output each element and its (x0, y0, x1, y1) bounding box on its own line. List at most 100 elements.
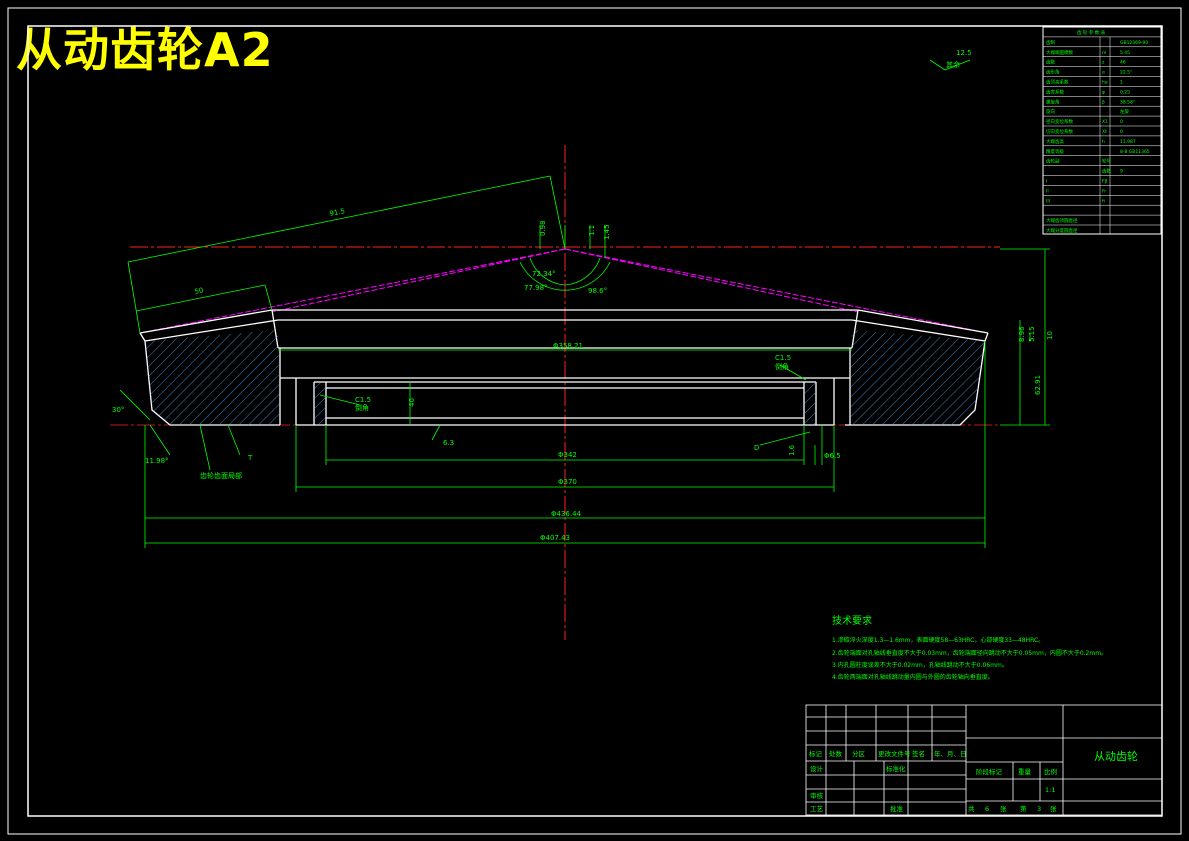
param-cell-7-2: 左旋 (1120, 108, 1129, 115)
tb-weight: 重量 (1018, 768, 1032, 776)
param-cell-13-1: 齿数 (1102, 168, 1111, 175)
param-cell-13-2: 9 (1120, 169, 1123, 175)
gear-profile (139, 309, 989, 426)
param-cell-9-2: 0 (1120, 129, 1123, 135)
dim-thick: 40 (408, 398, 416, 407)
pitch-cone (139, 248, 989, 334)
dim-h3: 5.15 (1028, 326, 1036, 342)
param-cell-6-0: 螺旋角 (1046, 98, 1060, 105)
tb-review: 审核 (810, 791, 824, 800)
param-cell-12-0: 齿轮副 (1046, 158, 1060, 165)
tech-line-1: 1.渗碳淬火深度1.3—1.6mm，表面硬度58—63HRC，心部硬度33—48… (832, 636, 1044, 644)
rough-top: 12.5 (956, 49, 972, 57)
dim-tip-d: Φ436.44 (551, 510, 582, 518)
dim-ang1: 72.34° (532, 270, 556, 278)
param-cell-19-0: 大端分度圆直径 (1046, 227, 1078, 234)
dimension-texts: 91.5 50 0.98 1.1 1.45 72.34° 77.98° 98.6… (112, 49, 1054, 542)
tech-line-3: 3.内孔圆柱度误差不大于0.02mm，孔轴线跳动不大于0.06mm。 (832, 661, 1008, 669)
dim-inner-d: Φ358.21 (553, 342, 583, 350)
tb-approve: 批准 (890, 804, 904, 813)
dimension-lines (119, 59, 1050, 548)
param-cell-0-2: GB12369-90 (1120, 40, 1148, 46)
param-cell-1-2: 5.45 (1120, 50, 1130, 56)
param-cell-14-1: Fβ (1102, 179, 1108, 185)
dim-cone-len: 91.5 (329, 207, 346, 218)
param-cell-3-1: α (1102, 71, 1105, 76)
param-cell-2-2: 46 (1120, 60, 1126, 66)
tb-part: 从动齿轮 (1094, 749, 1138, 763)
param-cell-6-1: β (1102, 99, 1105, 105)
hatch-left (145, 330, 280, 425)
tb-page-num: 3 (1037, 805, 1041, 813)
rough-value: 6.3 (443, 439, 454, 447)
param-cell-15-0: II (1046, 188, 1049, 194)
title-block (805, 704, 1163, 816)
tb-label-4: 签名 (912, 749, 925, 758)
tb-scale-val: 1:1 (1045, 786, 1055, 794)
tb-standard: 标准化 (886, 764, 906, 773)
param-cell-3-0: 齿形角 (1046, 69, 1060, 76)
tech-line-4: 4.齿轮两端面对孔轴线跳动量内圆与外圆的齿轮轴向垂直度。 (832, 673, 994, 681)
dim-chamfer-left: C1.5 (355, 396, 371, 404)
param-cell-4-0: 齿顶高系数 (1046, 79, 1069, 86)
note-left: 齿轮齿面局部 (200, 471, 242, 480)
tb-stage: 阶段标记 (976, 767, 1003, 776)
note-t: T (247, 454, 253, 462)
dim-bore2: Φ370 (558, 478, 577, 486)
param-cell-2-0: 齿数 (1046, 59, 1055, 66)
dim-d1: 0.98 (539, 220, 547, 236)
param-cell-14-0: I (1046, 179, 1047, 185)
param-cell-0-0: 齿制 (1046, 39, 1055, 46)
outer-border (7, 7, 1182, 835)
tech-requirements: 技术要求 1.渗碳淬火深度1.3—1.6mm，表面硬度58—63HRC，心部硬度… (832, 614, 1107, 681)
tb-page: 第 (1020, 804, 1027, 813)
tb-process: 工艺 (810, 805, 824, 813)
dim-chamfer-left2: 倒角 (355, 403, 369, 412)
dim-h4: 8.96 (1018, 326, 1026, 342)
dim-chamfer-right: C1.5 (775, 354, 791, 362)
tb-label-2: 分区 (852, 749, 866, 758)
tb-label-5: 年、月、日 (934, 749, 967, 758)
title-block-text: 标记 处数 分区 更改文件号 签名 年、月、日 设计 标准化 审核 工艺 批准 … (809, 749, 1138, 813)
param-cell-9-1: Xt (1102, 129, 1107, 135)
tb-total-num: 6 (985, 805, 989, 813)
tb-total: 共 (968, 804, 975, 813)
tech-heading: 技术要求 (832, 614, 872, 627)
rough-top2: 其余 (946, 60, 960, 69)
dim-d2: 1.1 (588, 225, 596, 236)
dim-small1: 1.6 (788, 444, 796, 456)
dim-ang3: 98.6° (588, 287, 607, 295)
dim-h1: 62.91 (1034, 375, 1042, 395)
inner-border (27, 25, 1163, 817)
hatch-bore-right (804, 382, 816, 425)
dim-angle-left: 30° (112, 406, 124, 414)
dim-small2: Φ6.5 (824, 452, 841, 460)
rough-d: D (754, 444, 759, 452)
dim-h2: 10 (1046, 331, 1054, 340)
tb-scale: 比例 (1044, 767, 1057, 776)
param-cell-10-0: 大端齿高 (1046, 138, 1064, 145)
param-cell-4-2: 1 (1120, 80, 1123, 86)
hatch-right (850, 330, 985, 425)
param-table-header: 齿 轮 参 数 表 (1077, 29, 1106, 36)
dim-angle-left2: 11.98° (145, 457, 169, 465)
param-cell-8-0: 径向变位系数 (1046, 118, 1073, 125)
dim-d3: 1.45 (603, 224, 611, 240)
tb-label-3: 更改文件号 (878, 749, 911, 758)
param-cell-10-1: h (1102, 139, 1105, 145)
tb-design: 设计 (810, 764, 824, 773)
param-cell-11-2: 8-8 GB11365 (1120, 149, 1150, 155)
param-cell-11-0: 精度等级 (1046, 148, 1064, 155)
param-cell-9-0: 切向变位系数 (1046, 128, 1073, 135)
tb-label-1: 处数 (829, 749, 843, 758)
param-cell-5-1: φ (1102, 90, 1105, 95)
dim-bore1: Φ342 (558, 451, 577, 459)
param-cell-3-2: 22.5° (1120, 70, 1132, 76)
tb-label-0: 标记 (809, 749, 823, 758)
tech-line-2: 2.齿轮端面对孔轴线垂直度不大于0.03mm，齿轮端面径向跳动不大于0.05mm… (832, 649, 1107, 657)
tb-sheets: 张 (1000, 804, 1007, 813)
param-cell-8-2: 0 (1120, 119, 1123, 125)
